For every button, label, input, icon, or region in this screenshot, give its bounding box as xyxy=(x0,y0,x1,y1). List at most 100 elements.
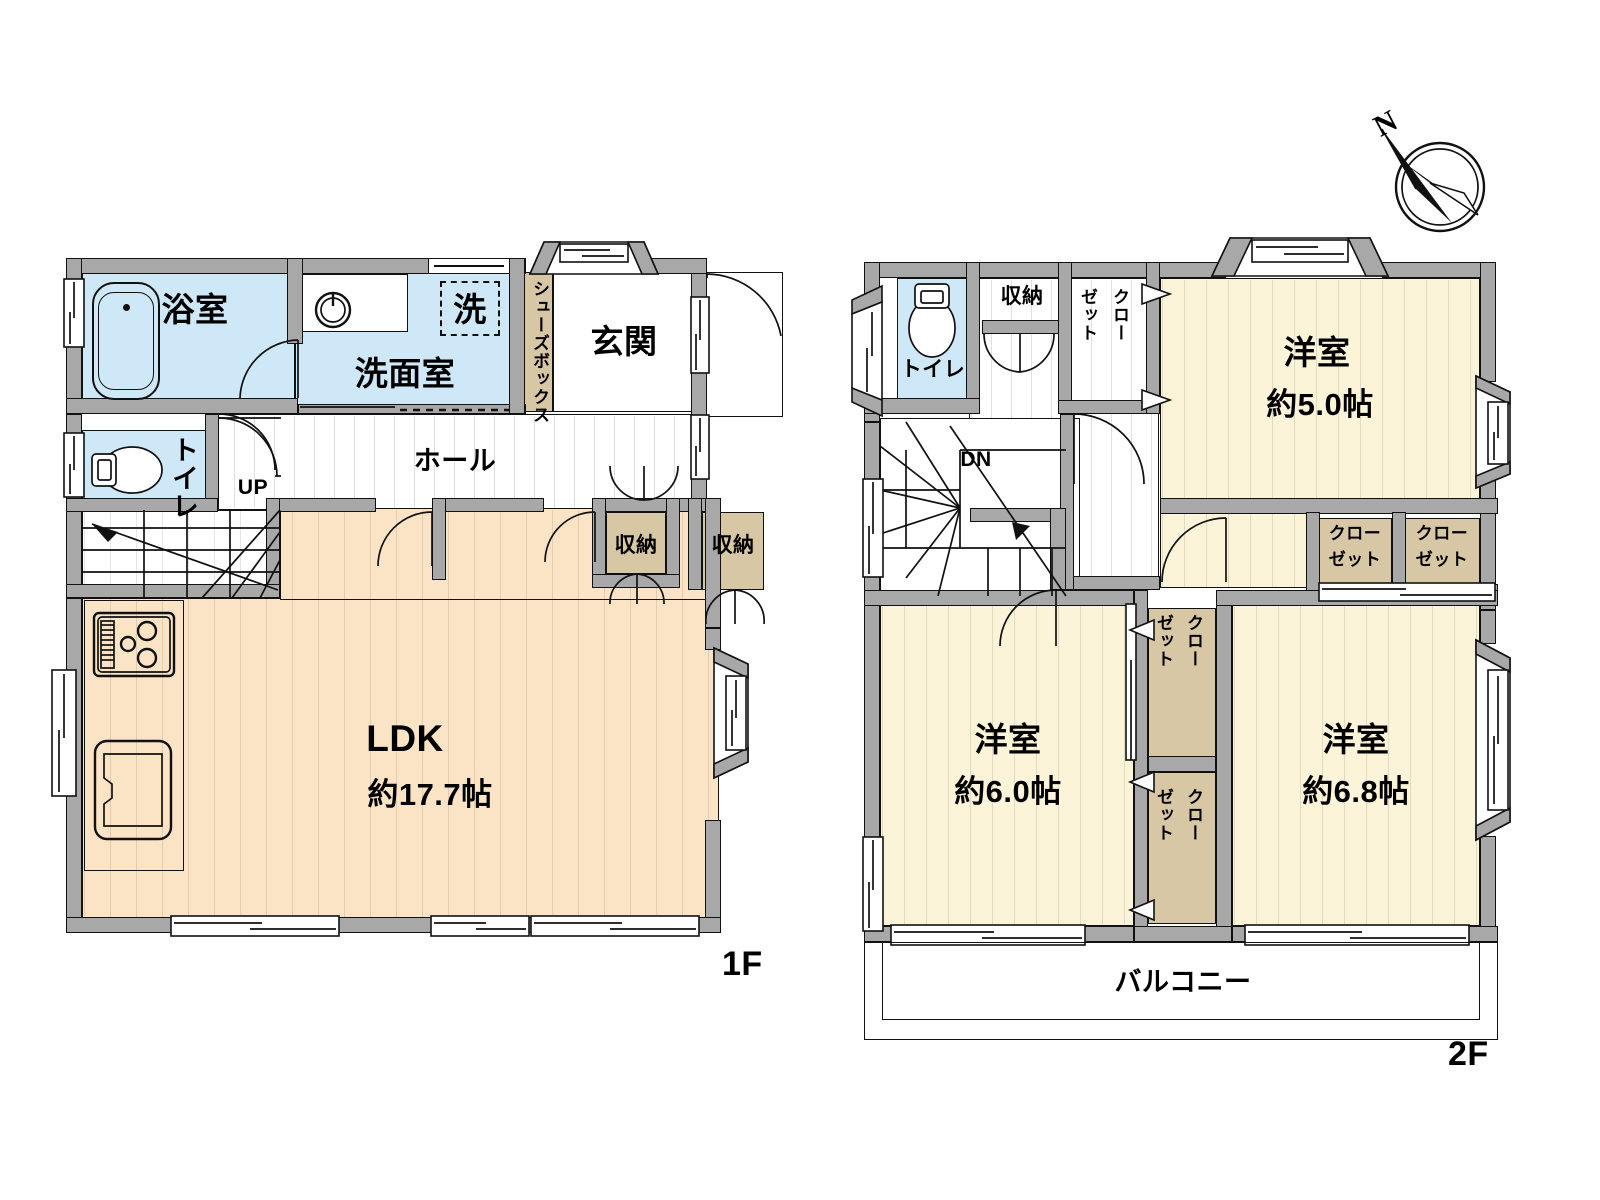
closet-small-2-floor xyxy=(1404,518,1480,588)
label-closet-small-2-line1: クロー xyxy=(1415,524,1469,543)
compass-rose: N xyxy=(1360,104,1510,245)
window-entrance-side-1 xyxy=(690,296,710,374)
wall-entrance-left xyxy=(509,258,525,414)
stairs-1f-upper-treads xyxy=(218,414,281,510)
stairs-1f-icon xyxy=(82,509,281,599)
label-closet-mid-2: ゼット クロー xyxy=(1152,788,1216,928)
wall-toilet-right xyxy=(205,414,219,510)
laundry-space-box xyxy=(440,281,500,336)
wall-wet-bottom xyxy=(66,398,298,414)
label-washroom: 洗面室 xyxy=(354,355,456,392)
label-closet-small-2-line2: ゼット xyxy=(1415,550,1469,569)
label-toilet-2f: トイレ xyxy=(900,358,966,381)
wall-1f-right-upper xyxy=(705,498,721,628)
toilet-1f-fixture xyxy=(88,440,166,500)
closet-mid-2-floor xyxy=(1148,772,1216,924)
label-closet-top: ゼット クロー xyxy=(1076,288,1142,408)
wall-2f-bottom-mid xyxy=(1134,926,1232,942)
wall-closet-top-left xyxy=(1058,262,1072,414)
wall-toilet-bottom xyxy=(66,498,218,512)
toilet-2f-fixture xyxy=(902,282,962,360)
label-bedroom-east: 洋室 xyxy=(1322,721,1390,758)
label-bedroom-north-area: 約5.0帖 xyxy=(1266,387,1374,422)
window-entrance-side-2 xyxy=(690,414,710,480)
wall-ldk-divider-vert xyxy=(432,498,446,580)
window-1f-bottom-1 xyxy=(170,915,340,937)
wall-1f-right-lower xyxy=(705,820,721,931)
label-laundry-space: 洗 xyxy=(453,291,487,328)
closet-mid-sliders xyxy=(1122,600,1156,930)
bedroom-north-right-bay-window xyxy=(1474,374,1514,490)
storage-a-doors xyxy=(608,573,666,606)
label-floor-2f: 2F xyxy=(1448,1035,1489,1073)
wall-stairs-bottom xyxy=(66,584,280,598)
washroom-counter-line xyxy=(300,404,510,416)
entrance-bay-window xyxy=(528,240,660,276)
stairs-2f-icon xyxy=(879,418,1067,597)
wall-bedroom-west-top xyxy=(864,590,1134,606)
bedroom-north-door-arc xyxy=(1073,413,1146,486)
window-2f-left-bedroom xyxy=(862,836,884,932)
wall-closet-mid-divider xyxy=(1148,756,1216,772)
window-2f-left-toilet xyxy=(850,284,884,418)
label-closet-small-1-line2: ゼット xyxy=(1328,550,1382,569)
closet-small-1-floor xyxy=(1318,518,1392,588)
wall-ldk-top-left xyxy=(266,498,376,512)
label-ldk-area: 約17.7帖 xyxy=(367,777,493,812)
label-balcony: バルコニー xyxy=(1114,967,1252,997)
label-bedroom-north: 洋室 xyxy=(1283,334,1351,371)
bathtub-drain-icon xyxy=(123,304,130,311)
bedroom-east-door-arc xyxy=(1161,517,1228,584)
stairs-2f-dn-label: DN xyxy=(960,448,992,471)
label-toilet-1f: トイレ xyxy=(168,436,198,520)
label-closet-mid-2-line2: ゼット xyxy=(1154,788,1174,842)
label-bedroom-east-area: 約6.8帖 xyxy=(1302,774,1410,809)
wall-toilet-2f-right xyxy=(966,262,980,412)
toilet-1f-door-arc xyxy=(218,413,276,471)
balcony-inner xyxy=(882,942,1480,1020)
closet-small-sliders xyxy=(1318,582,1496,602)
label-closet-top-line1: クロー xyxy=(1110,288,1130,342)
window-1f-bottom-3 xyxy=(530,915,700,937)
window-1f-top-washroom-line xyxy=(434,265,504,267)
bedroom-east-right-bay-window xyxy=(1474,638,1514,842)
label-closet-small-1-line1: クロー xyxy=(1328,524,1382,543)
kitchen-stove-icon xyxy=(92,611,176,678)
wall-bedroom-north-bottom xyxy=(1160,498,1498,514)
wall-hallway-2f-bottom xyxy=(1060,576,1160,590)
ldk-floor xyxy=(82,598,719,931)
hall-storage-doors xyxy=(608,465,680,502)
window-2f-bottom-west xyxy=(890,924,1086,946)
window-2f-bottom-east xyxy=(1244,924,1470,946)
closet-top-sliders xyxy=(1140,282,1173,412)
bathroom-door-arc xyxy=(238,339,300,402)
bathtub-inner xyxy=(98,292,154,390)
label-closet-mid-1-line1: クロー xyxy=(1184,614,1204,668)
wall-ldk-top-mid xyxy=(432,498,544,512)
closet-mid-1-floor xyxy=(1148,608,1216,758)
kitchen-counter xyxy=(84,600,184,871)
wall-bath-divider xyxy=(287,258,303,344)
label-ldk: LDK xyxy=(366,718,444,759)
wall-2f-right-lower xyxy=(1480,836,1496,934)
wall-2f-right-upper xyxy=(1480,262,1496,382)
window-1f-left-2 xyxy=(63,432,85,498)
wall-washroom-bottom xyxy=(298,404,526,414)
washroom-sink xyxy=(310,286,356,332)
ldk-door-left-arc xyxy=(377,511,434,568)
label-closet-mid-2-line1: クロー xyxy=(1184,788,1204,842)
ldk-bay-window-upper xyxy=(712,646,752,780)
bedroom-west-door-arc xyxy=(999,589,1058,648)
bedroom-west-floor xyxy=(880,604,1134,926)
label-storage-2f: 収納 xyxy=(1000,285,1044,308)
window-1f-left-3 xyxy=(50,668,78,798)
entrance-floor xyxy=(553,272,693,412)
wall-2f-top-right xyxy=(1382,262,1496,278)
window-1f-left-1 xyxy=(63,278,85,348)
storage-2f-doors xyxy=(983,333,1056,374)
label-closet-top-line2: ゼット xyxy=(1078,288,1098,342)
kitchen-sink-icon xyxy=(93,739,173,841)
label-closet-mid-1: ゼット クロー xyxy=(1152,614,1216,754)
wall-storage-b-left xyxy=(688,498,702,590)
